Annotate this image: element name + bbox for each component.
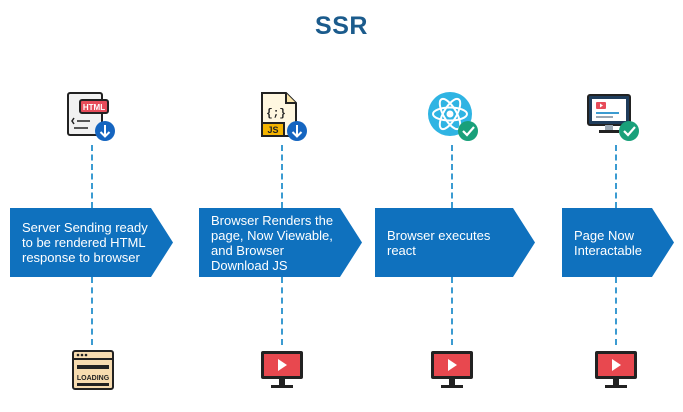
step-box-4: Page Now Interactable <box>562 208 674 277</box>
connector-line-2-bottom <box>281 277 283 345</box>
connector-line-1-bottom <box>91 277 93 345</box>
js-file-download-icon: {;} JS <box>256 90 312 146</box>
monitor-video-icon <box>259 348 305 392</box>
step-text-3: Browser executes react <box>387 227 491 258</box>
svg-text:{;}: {;} <box>266 108 286 120</box>
connector-line-2-top <box>281 145 283 208</box>
monitor-video-icon <box>429 348 475 392</box>
loading-browser-icon: LOADING <box>71 348 115 392</box>
js-label: JS <box>267 125 278 135</box>
react-check-icon <box>424 90 482 146</box>
html-label: HTML <box>83 103 105 112</box>
connector-line-4-bottom <box>615 277 617 345</box>
connector-line-3-bottom <box>451 277 453 345</box>
diagram-title: SSR <box>315 12 368 40</box>
step-box-1: Server Sending ready to be rendered HTML… <box>10 208 173 277</box>
step-box-2: Browser Renders the page, Now Viewable, … <box>199 208 362 277</box>
html-file-download-icon: HTML <box>64 90 120 146</box>
step-box-3: Browser executes react <box>375 208 535 277</box>
step-text-4: Page Now Interactable <box>574 227 642 258</box>
connector-line-3-top <box>451 145 453 208</box>
connector-line-1-top <box>91 145 93 208</box>
step-text-1: Server Sending ready to be rendered HTML… <box>22 220 148 265</box>
step-text-2: Browser Renders the page, Now Viewable, … <box>211 212 334 273</box>
loading-label: LOADING <box>77 375 110 382</box>
connector-line-4-top <box>615 145 617 208</box>
monitor-video-icon <box>593 348 639 392</box>
monitor-check-icon <box>585 90 643 146</box>
